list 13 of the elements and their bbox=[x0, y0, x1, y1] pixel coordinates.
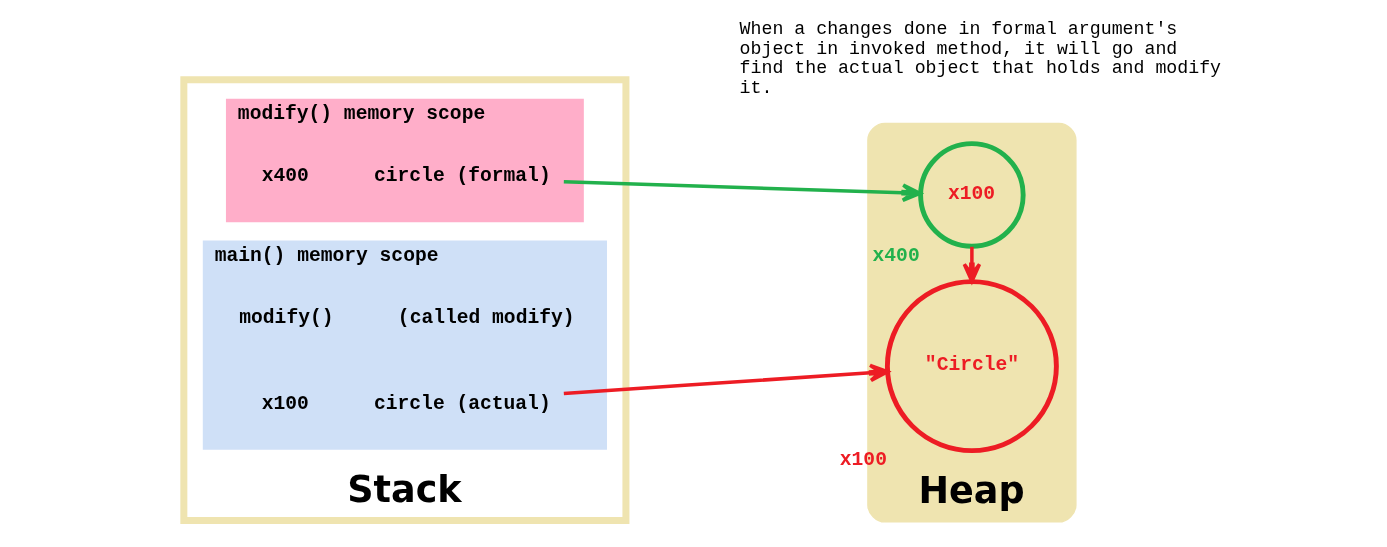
node-label: circle (formal) bbox=[373, 165, 551, 188]
node-circle: "Circle" bbox=[884, 279, 1059, 454]
label: When a changes done in formal argument's object in invoked method, it will go and find the actual object that holds and modify it. bbox=[739, 19, 1221, 99]
node-label: (called modify) bbox=[397, 306, 575, 329]
arrow bbox=[563, 180, 922, 203]
node-text: modify() bbox=[238, 306, 333, 329]
node-text: x100 bbox=[261, 392, 309, 415]
node-circle: x100 bbox=[917, 141, 1026, 249]
arrow bbox=[563, 363, 889, 396]
node-label: circle (actual) bbox=[373, 392, 551, 415]
node-label: x400 bbox=[872, 244, 920, 267]
arrow bbox=[962, 246, 981, 283]
node-text: x400 bbox=[261, 165, 309, 188]
